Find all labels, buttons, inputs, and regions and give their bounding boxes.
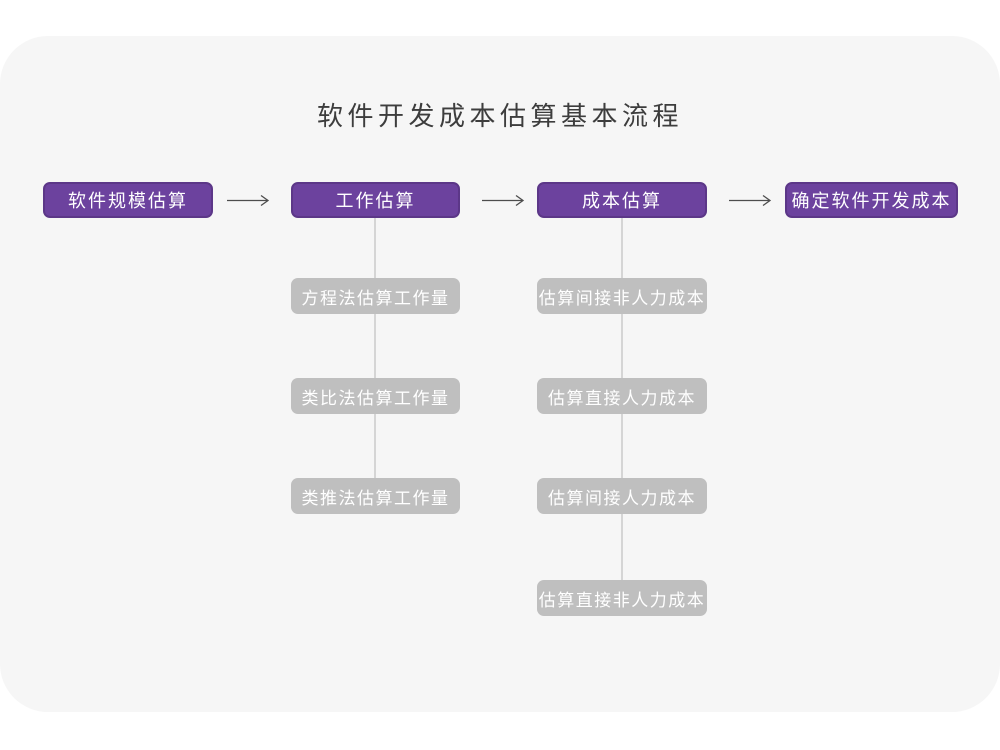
cost-node-indirect-labor: 估算间接人力成本 — [537, 478, 707, 514]
diagram-title: 软件开发成本估算基本流程 — [316, 101, 683, 131]
stage-node-label: 工作估算 — [335, 191, 416, 211]
method-node-label: 方程法估算工作量 — [301, 288, 450, 308]
method-node-equation-workload: 方程法估算工作量 — [291, 278, 460, 314]
cost-node-direct-non-labor: 估算直接非人力成本 — [537, 580, 707, 616]
right-arrow-icon — [482, 194, 525, 207]
stage-node-cost-estimation: 成本估算 — [537, 182, 707, 218]
method-node-extrapolation-workload: 类推法估算工作量 — [291, 478, 460, 514]
stage-node-software-size-estimation: 软件规模估算 — [43, 182, 213, 218]
cost-node-label: 估算直接人力成本 — [548, 388, 696, 408]
cost-node-label: 估算间接人力成本 — [548, 488, 696, 508]
cost-node-indirect-non-labor: 估算间接非人力成本 — [537, 278, 707, 314]
stage-node-label: 成本估算 — [582, 191, 662, 211]
stage-node-determine-development-cost: 确定软件开发成本 — [785, 182, 958, 218]
stage-node-work-estimation: 工作估算 — [291, 182, 460, 218]
cost-node-label: 估算间接非人力成本 — [538, 288, 706, 308]
connector-line-work-estimation — [374, 218, 376, 480]
stage-node-label: 确定软件开发成本 — [791, 191, 952, 211]
method-node-label: 类推法估算工作量 — [301, 488, 450, 508]
method-node-label: 类比法估算工作量 — [301, 388, 450, 408]
right-arrow-icon — [729, 194, 772, 207]
diagram-canvas — [0, 36, 1000, 712]
cost-node-label: 估算直接非人力成本 — [538, 590, 706, 610]
stage-node-label: 软件规模估算 — [68, 191, 188, 211]
right-arrow-icon — [227, 194, 270, 207]
cost-node-direct-labor: 估算直接人力成本 — [537, 378, 707, 414]
method-node-analogy-workload: 类比法估算工作量 — [291, 378, 460, 414]
